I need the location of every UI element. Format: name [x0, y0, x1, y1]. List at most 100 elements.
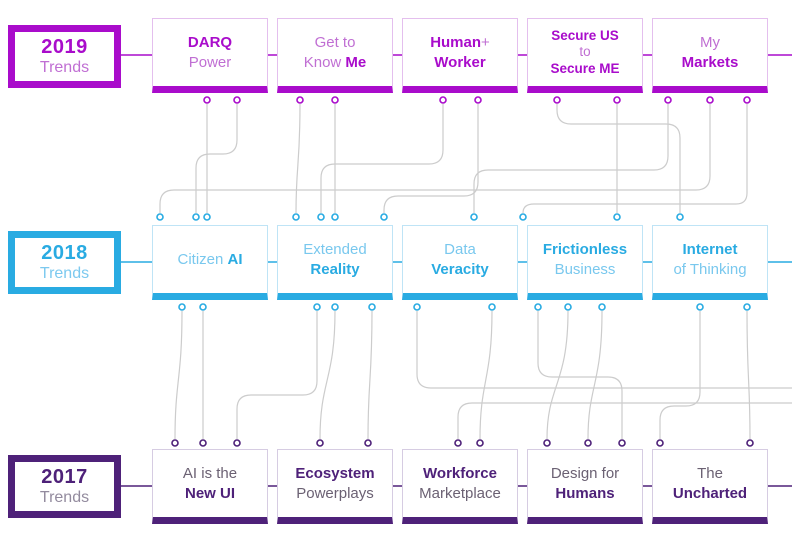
trend-box-ecosystem-powerplays: Ecosystem Powerplays — [277, 449, 393, 524]
connector-dot — [746, 439, 754, 447]
connector-line — [473, 104, 669, 213]
year-2017-sublabel: Trends — [39, 488, 90, 506]
connector-line — [159, 104, 711, 213]
year-label-2018: 2018 Trends — [8, 231, 121, 294]
connector-dot — [476, 439, 484, 447]
connector-dot — [664, 96, 672, 104]
connector-line — [556, 104, 681, 213]
connector-dot — [519, 213, 527, 221]
trend-box-text: Extended Reality — [303, 241, 367, 278]
connector-dot — [543, 439, 551, 447]
connector-dot — [331, 213, 339, 221]
trend-box-text: Citizen AI — [177, 250, 243, 268]
connector-dot — [618, 439, 626, 447]
trend-box-data-veracity: Data Veracity — [402, 225, 518, 300]
trend-box-text: AI is the New UI — [182, 465, 238, 502]
connector-dot — [192, 213, 200, 221]
connector-line — [587, 310, 603, 440]
connector-dot — [564, 303, 572, 311]
connector-dot — [613, 213, 621, 221]
trend-box-citizen-ai: Citizen AI — [152, 225, 268, 300]
connector-dot — [676, 213, 684, 221]
connector-dot — [199, 439, 207, 447]
connector-line — [195, 104, 238, 213]
connector-dot — [598, 303, 606, 311]
connector-dot — [584, 439, 592, 447]
connector-line — [746, 310, 751, 440]
trend-box-my-markets: My Markets — [652, 18, 768, 93]
trend-box-text: Human+ Worker — [430, 34, 490, 71]
connector-line — [537, 311, 623, 439]
connector-dot — [706, 96, 714, 104]
trend-box-the-uncharted: The Uncharted — [652, 449, 768, 524]
connector-dot — [313, 303, 321, 311]
connector-line — [659, 311, 701, 439]
trend-box-darq-power: DARQ Power — [152, 18, 268, 93]
trend-box-text: The Uncharted — [672, 465, 748, 502]
connector-dot — [613, 96, 621, 104]
connector-dot — [368, 303, 376, 311]
connector-line — [236, 311, 318, 439]
connector-dot — [743, 303, 751, 311]
year-label-2017: 2017 Trends — [8, 455, 121, 518]
connector-dot — [413, 303, 421, 311]
year-label-2019: 2019 Trends — [8, 25, 121, 88]
connector-dot — [743, 96, 751, 104]
trend-box-internet-of-thinking: Internet of Thinking — [652, 225, 768, 300]
trend-box-text: My Markets — [681, 34, 739, 71]
trend-box-ai-is-the-new-ui: AI is the New UI — [152, 449, 268, 524]
connector-dot — [233, 439, 241, 447]
connector-dot — [156, 213, 164, 221]
connector-line — [320, 104, 444, 213]
trend-box-text: Get to Know Me — [303, 34, 367, 71]
trend-box-workforce-marketplace: Workforce Marketplace — [402, 449, 518, 524]
year-2018-sublabel: Trends — [39, 264, 90, 282]
connector-dot — [331, 96, 339, 104]
connector-dot — [380, 213, 388, 221]
connector-dot — [317, 213, 325, 221]
year-2018: 2018 — [41, 241, 88, 264]
trend-box-human-plus-worker: Human+ Worker — [402, 18, 518, 93]
connector-dot — [439, 96, 447, 104]
trend-box-text: Secure US to Secure ME — [550, 27, 620, 76]
year-2017: 2017 — [41, 465, 88, 488]
connector-line — [319, 310, 336, 440]
connector-line — [383, 104, 479, 213]
connector-dot — [470, 213, 478, 221]
year-2019-sublabel: Trends — [39, 58, 90, 76]
connector-line — [546, 310, 569, 440]
connector-dot — [203, 213, 211, 221]
year-2019: 2019 — [41, 35, 88, 58]
trend-box-text: Frictionless Business — [542, 241, 628, 278]
connector-dot — [364, 439, 372, 447]
connector-dot — [171, 439, 179, 447]
connector-dot — [178, 303, 186, 311]
connector-dot — [331, 303, 339, 311]
connector-dot — [454, 439, 462, 447]
trend-box-frictionless-business: Frictionless Business — [527, 225, 643, 300]
trend-box-text: Ecosystem Powerplays — [295, 465, 375, 502]
connector-dot — [233, 96, 241, 104]
trend-box-text: Internet of Thinking — [673, 241, 747, 278]
connector-line — [174, 310, 183, 440]
connector-dot — [203, 96, 211, 104]
connector-dot — [316, 439, 324, 447]
trend-box-text: Workforce Marketplace — [419, 465, 501, 502]
connector-dot — [488, 303, 496, 311]
trend-box-text: Design for Humans — [550, 465, 620, 502]
connector-dot — [534, 303, 542, 311]
trend-box-text: Data Veracity — [431, 241, 489, 278]
connector-dot — [553, 96, 561, 104]
connector-line — [295, 103, 301, 214]
trend-box-design-for-humans: Design for Humans — [527, 449, 643, 524]
trend-box-extended-reality: Extended Reality — [277, 225, 393, 300]
trend-box-text: DARQ Power — [187, 34, 233, 71]
connector-dot — [296, 96, 304, 104]
connector-line — [479, 310, 493, 440]
connector-dot — [474, 96, 482, 104]
connector-line — [367, 310, 373, 440]
connector-dot — [199, 303, 207, 311]
connector-line — [416, 311, 792, 389]
